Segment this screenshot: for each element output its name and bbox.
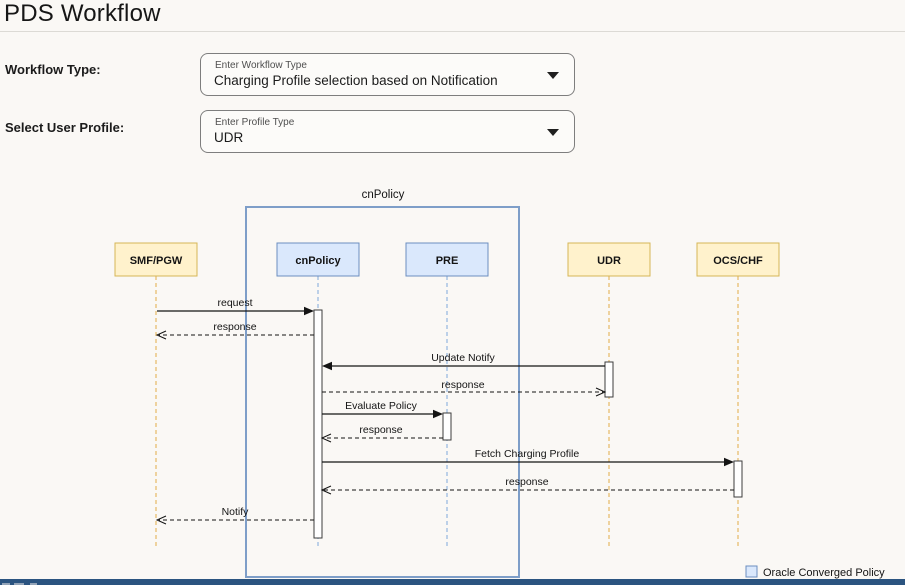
workflow-type-floating-label: Enter Workflow Type — [215, 60, 307, 71]
workflow-type-value: Charging Profile selection based on Noti… — [214, 73, 498, 88]
actor-box — [696, 242, 780, 277]
legend-label: Oracle Converged Policy — [763, 567, 885, 579]
message-update-notify: Update Notify — [322, 352, 605, 371]
message-response-to-smf: response — [155, 321, 314, 340]
user-profile-value: UDR — [214, 130, 244, 145]
arrowhead-solid — [304, 306, 314, 316]
message-label: request — [217, 297, 252, 309]
arrowhead-solid — [433, 409, 443, 419]
activation-udr — [604, 361, 614, 398]
arrowhead-open — [595, 387, 607, 397]
message-label: response — [213, 321, 256, 333]
message-label: Update Notify — [431, 352, 495, 364]
message-label: Fetch Charging Profile — [475, 448, 580, 460]
statusbar-clipped-content — [2, 583, 10, 585]
message-evaluate-policy: Evaluate Policy — [322, 400, 443, 419]
arrowhead-solid — [724, 457, 734, 467]
actor-pre: PRE — [405, 242, 489, 277]
message-fetch-charging-profile: Fetch Charging Profile — [322, 448, 734, 467]
actor-box — [114, 242, 198, 277]
arrowhead-solid — [322, 361, 332, 371]
actor-label: OCS/CHF — [713, 255, 763, 267]
actor-label: cnPolicy — [295, 255, 341, 267]
message-label: response — [359, 424, 402, 436]
title-divider — [0, 31, 905, 32]
user-profile-floating-label: Enter Profile Type — [215, 117, 295, 128]
arrowhead-open — [155, 330, 167, 340]
actor-udr: UDR — [567, 242, 651, 277]
activation-pre — [442, 412, 452, 441]
actor-label: PRE — [436, 255, 459, 267]
actor-label: SMF/PGW — [130, 255, 183, 267]
chevron-down-icon[interactable] — [547, 72, 559, 79]
actor-box — [567, 242, 651, 277]
actor-ocs-chf: OCS/CHF — [696, 242, 780, 277]
arrowhead-open — [320, 485, 332, 495]
message-response-to-cnpolicy-from-pre: response — [320, 424, 443, 443]
frame-label: cnPolicy — [362, 189, 405, 201]
message-notify: Notify — [155, 506, 314, 525]
arrowhead-open — [155, 515, 167, 525]
message-label: Evaluate Policy — [345, 400, 418, 412]
bottom-bar — [0, 579, 905, 585]
workflow-type-dropdown[interactable]: Enter Workflow Type Charging Profile sel… — [200, 53, 575, 96]
message-label: Notify — [222, 506, 250, 518]
activation-ocs-chf — [733, 460, 743, 498]
legend: Oracle Converged Policy — [745, 565, 885, 579]
actor-label: UDR — [597, 255, 621, 267]
arrowhead-open — [320, 433, 332, 443]
actor-cnpolicy: cnPolicy — [276, 242, 360, 277]
actor-box — [405, 242, 489, 277]
message-request: request — [157, 297, 314, 316]
workflow-type-label: Workflow Type: — [5, 62, 101, 77]
message-label: response — [441, 379, 484, 391]
message-response-to-udr: response — [322, 379, 607, 397]
message-label: response — [505, 476, 548, 488]
message-response-to-cnpolicy-from-ocs: response — [320, 476, 734, 495]
statusbar-clipped-content — [30, 583, 37, 585]
actor-box — [276, 242, 360, 277]
user-profile-dropdown[interactable]: Enter Profile Type UDR — [200, 110, 575, 153]
activation-cnpolicy — [313, 309, 323, 539]
page-title: PDS Workflow — [4, 0, 161, 27]
chevron-down-icon[interactable] — [547, 129, 559, 136]
statusbar-clipped-content — [14, 583, 24, 585]
legend-swatch — [745, 565, 758, 578]
actor-smf-pgw: SMF/PGW — [114, 242, 198, 277]
user-profile-label: Select User Profile: — [5, 120, 125, 135]
